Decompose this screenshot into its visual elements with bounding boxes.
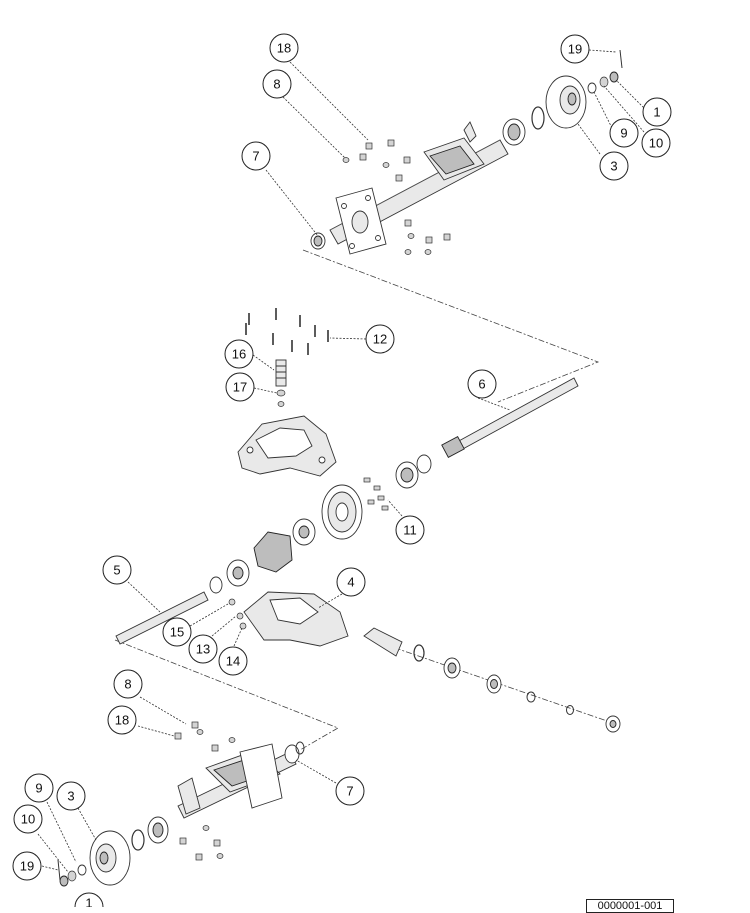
right-axle-shaft <box>441 377 579 459</box>
callout-label: 3 <box>610 159 617 174</box>
diff-bearings-and-ring-gear <box>209 454 432 594</box>
callout-7-bottom: 7 <box>335 776 365 806</box>
callout-label: 1 <box>85 896 92 908</box>
callout-label: 7 <box>346 784 353 799</box>
callout-label: 18 <box>115 713 129 728</box>
callout-label: 8 <box>124 677 131 692</box>
callout-label: 9 <box>620 126 627 141</box>
callout-9-bottom: 9 <box>24 773 54 803</box>
callout-18-bottom: 18 <box>107 705 137 735</box>
callout-label: 7 <box>252 149 259 164</box>
assembly-axis-lines <box>114 249 611 751</box>
callout-14: 14 <box>218 646 248 676</box>
callout-15: 15 <box>162 617 192 647</box>
drawing-number: 0000001-001 <box>586 899 674 913</box>
differential-cover <box>237 415 337 477</box>
callout-label: 4 <box>347 575 354 590</box>
callout-9-top: 9 <box>609 118 639 148</box>
upper-axle-tube-assembly <box>310 49 623 255</box>
callout-12: 12 <box>365 324 395 354</box>
transaxle-case <box>228 591 349 647</box>
leader-lines <box>37 49 647 873</box>
callout-label: 19 <box>568 42 582 57</box>
callout-6: 6 <box>467 369 497 399</box>
callout-label: 17 <box>233 380 247 395</box>
callout-19-bottom: 19 <box>12 851 42 881</box>
callout-label: 1 <box>653 105 660 120</box>
callout-5: 5 <box>102 555 132 585</box>
callout-label: 10 <box>21 812 35 827</box>
cover-bolts <box>245 308 329 355</box>
callout-label: 19 <box>20 859 34 874</box>
callout-label: 16 <box>232 347 246 362</box>
breather-spring <box>275 359 287 407</box>
callout-19-top: 19 <box>560 34 590 64</box>
callout-16: 16 <box>224 339 254 369</box>
callout-10-top: 10 <box>641 128 671 158</box>
callout-1-bottom: 1 <box>74 892 104 908</box>
callout-label: 6 <box>478 377 485 392</box>
callout-label: 9 <box>35 781 42 796</box>
lower-axle-tube-assembly <box>57 721 305 887</box>
input-shaft-parts <box>363 627 621 733</box>
callout-3-bottom: 3 <box>56 781 86 811</box>
callout-label: 13 <box>196 642 210 657</box>
callout-7-top: 7 <box>241 141 271 171</box>
callout-8-top: 8 <box>262 69 292 99</box>
callout-label: 5 <box>113 563 120 578</box>
callout-8-bottom: 8 <box>113 669 143 699</box>
callout-label: 3 <box>67 789 74 804</box>
callout-label: 8 <box>273 77 280 92</box>
callout-4: 4 <box>336 567 366 597</box>
callout-label: 15 <box>170 625 184 640</box>
callout-label: 18 <box>277 41 291 56</box>
callout-1-top: 1 <box>642 97 672 127</box>
callout-label: 11 <box>403 523 417 538</box>
callout-10-bottom: 10 <box>13 804 43 834</box>
callout-label: 12 <box>373 332 387 347</box>
callout-11: 11 <box>395 515 425 545</box>
callout-18-top: 18 <box>269 33 299 63</box>
callout-label: 14 <box>226 654 240 669</box>
callout-label: 10 <box>649 136 663 151</box>
callout-3-top: 3 <box>599 151 629 181</box>
left-axle-shaft <box>115 591 209 645</box>
callout-17: 17 <box>225 372 255 402</box>
callout-13: 13 <box>188 634 218 664</box>
